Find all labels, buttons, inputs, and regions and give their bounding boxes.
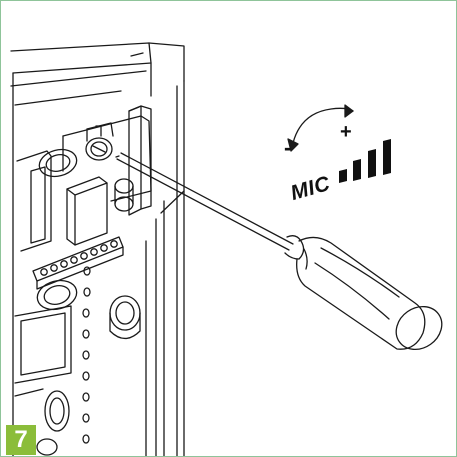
lower-panels [14, 295, 141, 456]
level-bars-icon [339, 139, 391, 183]
screwdriver-icon [115, 152, 443, 351]
minus-label: - [284, 135, 292, 160]
device-housing [10, 42, 185, 456]
terminal-block [32, 236, 124, 290]
rotation-arrow-icon [287, 104, 354, 152]
circuit-board [62, 105, 152, 216]
vent-holes [82, 266, 91, 444]
plus-label: + [340, 121, 352, 143]
step-number-badge: 7 [6, 425, 36, 455]
capacitor [114, 178, 134, 212]
cable-grommets [36, 148, 78, 432]
relay-blocks [16, 150, 108, 252]
trimmer-potentiometer-icon [85, 122, 114, 161]
